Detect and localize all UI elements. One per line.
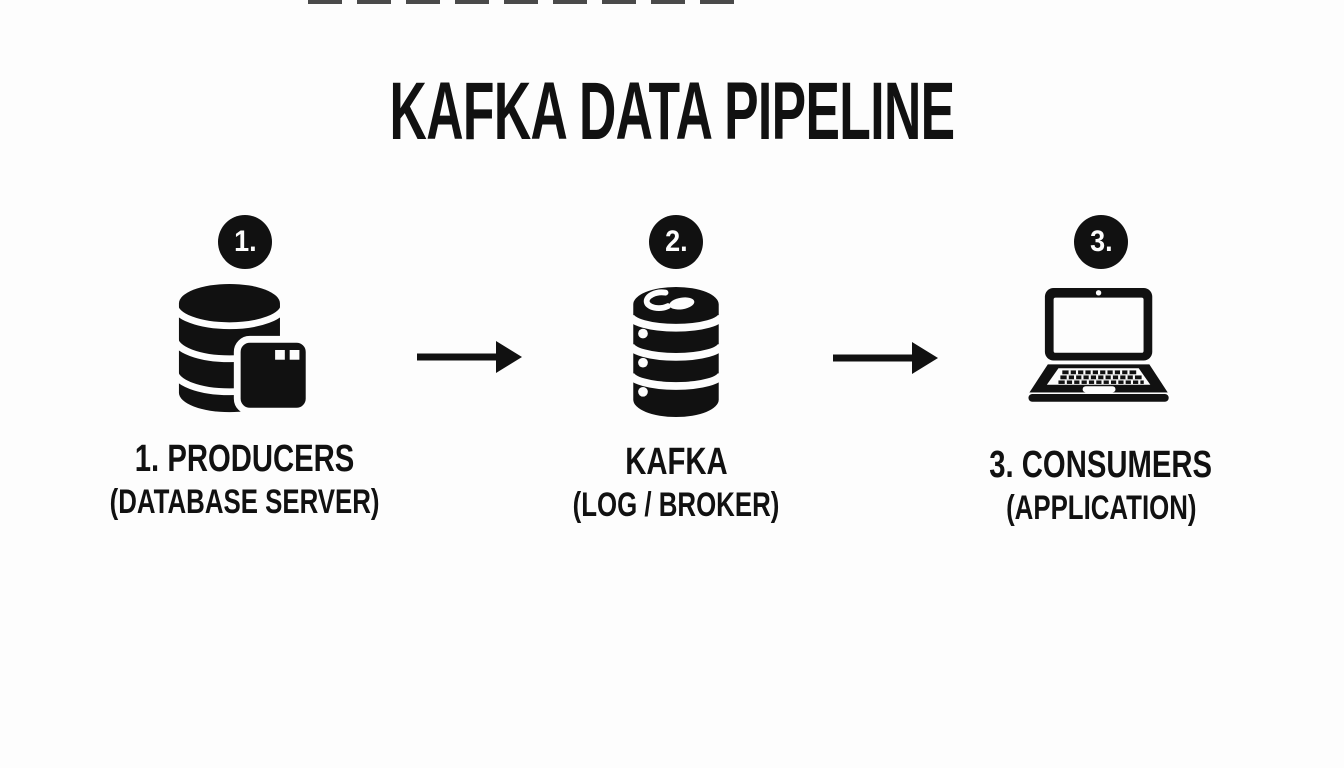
database-icon	[171, 282, 314, 418]
diagram-title: KAFKA DATA PIPELINE	[389, 66, 956, 157]
step-3-badge-number: 3.	[1090, 225, 1114, 258]
step-1-badge-number: 1.	[234, 225, 258, 258]
step-2-badge-number: 2.	[665, 225, 689, 258]
stage-producers: 1. 1. PRODUCERS (DATABASE SERVER)	[75, 215, 415, 519]
kafka-broker-icon	[626, 282, 726, 421]
step-3-badge: 3.	[1074, 215, 1128, 269]
step-1-badge: 1.	[218, 215, 272, 269]
stage-2-sublabel: (LOG / BROKER)	[572, 486, 780, 524]
stage-2-label: KAFKA	[624, 441, 728, 483]
stage-3-sublabel: (APPLICATION)	[1005, 489, 1197, 527]
step-2-badge: 2.	[649, 215, 703, 269]
cropped-text-fragment	[308, 0, 748, 4]
arrow-producers-to-kafka	[417, 339, 522, 380]
stage-1-label: 1. PRODUCERS	[135, 438, 355, 480]
stage-3-label: 3. CONSUMERS	[989, 444, 1213, 486]
stage-1-sublabel: (DATABASE SERVER)	[110, 483, 380, 521]
stage-consumers: 3. 3. CONSUMERS (APPLICATION)	[931, 215, 1271, 525]
arrow-kafka-to-consumers	[833, 340, 938, 381]
stage-kafka: 2. KAFKA (LOG / BROKER)	[506, 215, 846, 522]
laptop-icon	[1026, 282, 1176, 424]
